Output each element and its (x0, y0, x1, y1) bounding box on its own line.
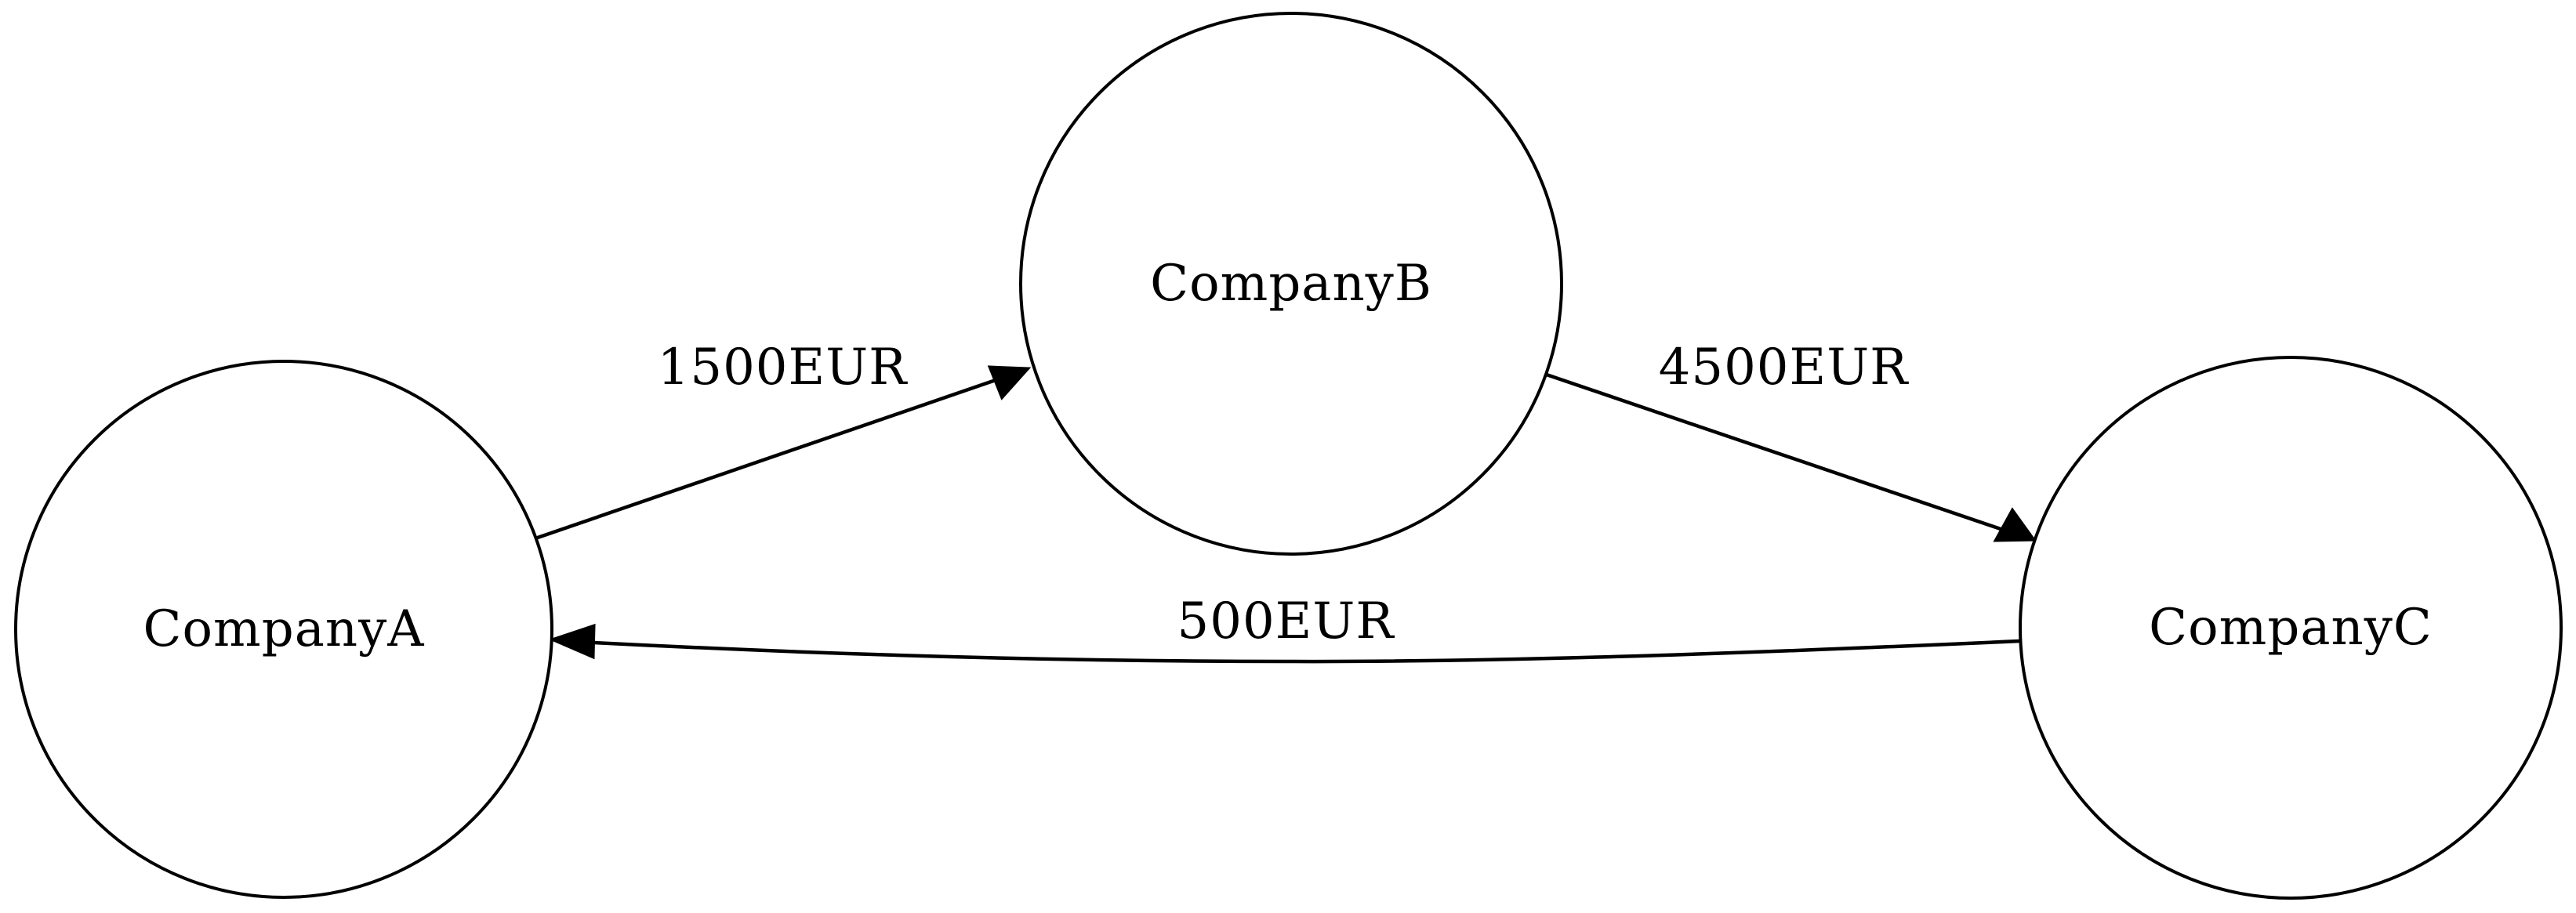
node-circle (14, 360, 553, 899)
edge-companyc-to-companya: 500EUR (548, 592, 2020, 664)
node-companya[interactable]: CompanyA (14, 360, 553, 899)
arrowhead-icon (1993, 507, 2037, 542)
edge-companyb-to-companyc: 4500EUR (1534, 339, 2037, 542)
edge-companya-to-companyb: 1500EUR (532, 339, 1032, 542)
edge-line (593, 639, 2020, 664)
arrowhead-icon (548, 623, 596, 660)
edge-line (1534, 368, 2001, 531)
node-label-companya: CompanyA (143, 600, 425, 658)
node-label-companyb: CompanyB (1150, 255, 1432, 313)
node-label-companyc: CompanyC (2149, 599, 2433, 657)
node-companyc[interactable]: CompanyC (2019, 356, 2563, 900)
node-circle (2019, 356, 2563, 900)
edge-label-companyb-companyc: 4500EUR (1659, 339, 1910, 397)
edge-label-companya-companyb: 1500EUR (658, 339, 909, 397)
edge-line (532, 378, 996, 542)
node-companyb[interactable]: CompanyB (1019, 12, 1563, 556)
node-circle (1019, 12, 1563, 556)
edge-label-companyc-companya: 500EUR (1177, 592, 1395, 650)
arrowhead-icon (987, 365, 1032, 400)
